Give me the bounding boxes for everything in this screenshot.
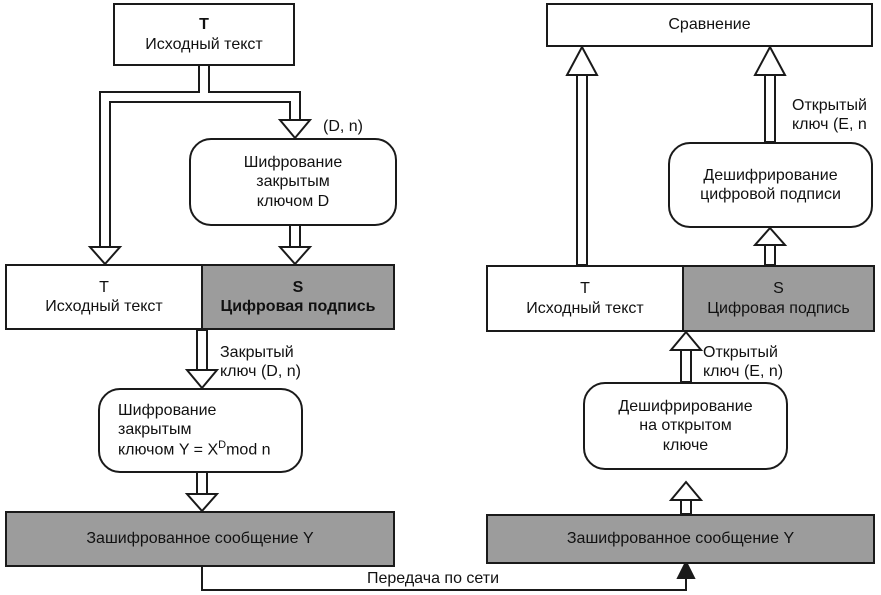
decrypt-signature-box: Дешифрирование цифровой подписи	[668, 142, 873, 228]
formula-prefix: ключом Y = X	[118, 441, 219, 459]
encrypted-message-box-left: Зашифрованное сообщение Y	[5, 511, 395, 567]
private-key-label: Закрытый ключ (D, n)	[220, 343, 301, 381]
row-text-letter: T	[99, 278, 109, 296]
row-text-label: Исходный текст	[45, 298, 163, 315]
decrypt-public-key-box: Дешифрирование на открытом ключе	[583, 382, 788, 470]
encrypt-y-line3: ключом Y = XDmod n	[118, 439, 271, 460]
double-line-decrypt-to-row	[680, 349, 692, 383]
decrypt-line1: Дешифрирование	[618, 398, 753, 416]
row-right-text-label: Исходный текст	[526, 299, 644, 317]
private-key-label-line2: ключ (D, n)	[220, 363, 301, 381]
arrow-head-to-row-left	[87, 246, 123, 266]
network-line	[201, 566, 687, 591]
decrypt-line3: ключе	[662, 436, 709, 454]
row-right-text-letter: T	[580, 280, 590, 298]
row-sig-cell: S Цифровая подпись	[203, 266, 393, 328]
source-text-label: Исходный текст	[145, 35, 263, 53]
encrypt-line-2: закрытым	[256, 173, 330, 191]
text-signature-row-left: T Исходный текст S Цифровая подпись	[5, 264, 395, 330]
row-right-sig-cell: S Цифровая подпись	[684, 267, 873, 330]
network-arrow-head	[676, 559, 696, 579]
source-text-letter: T	[199, 16, 209, 34]
encrypted-message-label-right: Зашифрованное сообщение Y	[566, 530, 795, 548]
key-label-d-n: (D, n)	[323, 118, 363, 135]
double-line-encrypt2-to-bottom	[196, 471, 208, 495]
arrow-head-to-encrypt	[277, 119, 313, 140]
comparison-label: Сравнение	[668, 16, 751, 34]
comparison-box: Сравнение	[546, 3, 873, 47]
network-transfer-label: Передача по сети	[367, 570, 500, 587]
public-key-label-top: Открытый ключ (E, n	[792, 96, 867, 134]
public-key-label-mid: Открытый ключ (E, n)	[703, 343, 783, 381]
encrypt-y-box: Шифрование закрытым ключом Y = XDmod n	[98, 388, 303, 473]
double-line-row-to-encrypt2	[196, 329, 208, 371]
row-sig-letter: S	[292, 278, 304, 296]
private-key-label-line1: Закрытый	[220, 344, 294, 361]
row-right-text-cell: T Исходный текст	[488, 267, 684, 330]
encrypt-line-1: Шифрование	[243, 154, 343, 172]
text-signature-row-right: T Исходный текст S Цифровая подпись	[486, 265, 875, 332]
double-line-bottom-to-decrypt	[680, 499, 692, 515]
decrypt-sig-line2: цифровой подписи	[700, 186, 841, 203]
encrypted-message-label-left: Зашифрованное сообщение Y	[86, 530, 314, 548]
formula-suffix: mod n	[226, 441, 271, 459]
row-text-cell: T Исходный текст	[7, 266, 203, 328]
encrypt-y-line2: закрытым	[118, 421, 192, 439]
decrypt-sig-line1: Дешифрирование	[703, 166, 838, 184]
arrow-head-to-row-right	[668, 330, 704, 351]
arrow-head-to-encrypt2	[184, 369, 220, 390]
decrypt-line2: на открытом	[639, 417, 732, 435]
public-key-top-line1: Открытый	[792, 97, 867, 114]
arrow-head-to-compare-right	[753, 44, 787, 76]
double-line-sig-to-decryptsig	[764, 244, 776, 266]
arrow-head-to-decrypt	[668, 480, 704, 501]
row-sig-label: Цифровая подпись	[220, 298, 376, 315]
source-text-box: T Исходный текст	[113, 3, 295, 66]
public-key-mid-line1: Открытый	[703, 344, 778, 361]
double-line-encrypt-to-sig	[289, 224, 301, 248]
encrypted-message-box-right: Зашифрованное сообщение Y	[486, 514, 875, 564]
formula-exponent: D	[218, 439, 227, 452]
encrypt-y-line1: Шифрование	[118, 402, 217, 420]
double-line-decryptsig-to-compare	[764, 74, 776, 143]
arrow-head-to-decryptsig	[752, 226, 788, 246]
arrow-head-to-compare-left	[565, 44, 599, 76]
row-right-sig-label: Цифровая подпись	[707, 299, 850, 317]
encrypt-private-key-box: Шифрование закрытым ключом D	[189, 138, 397, 226]
arrow-head-to-bottom-left	[184, 493, 220, 513]
row-right-sig-letter: S	[773, 280, 784, 298]
double-line-text-to-compare	[576, 74, 588, 266]
public-key-mid-line2: ключ (E, n)	[703, 363, 784, 381]
double-line-top-split	[99, 64, 301, 248]
public-key-top-line2: ключ (E, n	[792, 116, 867, 134]
arrow-head-to-sig	[277, 246, 313, 266]
encrypt-line-3: ключом D	[256, 192, 330, 210]
